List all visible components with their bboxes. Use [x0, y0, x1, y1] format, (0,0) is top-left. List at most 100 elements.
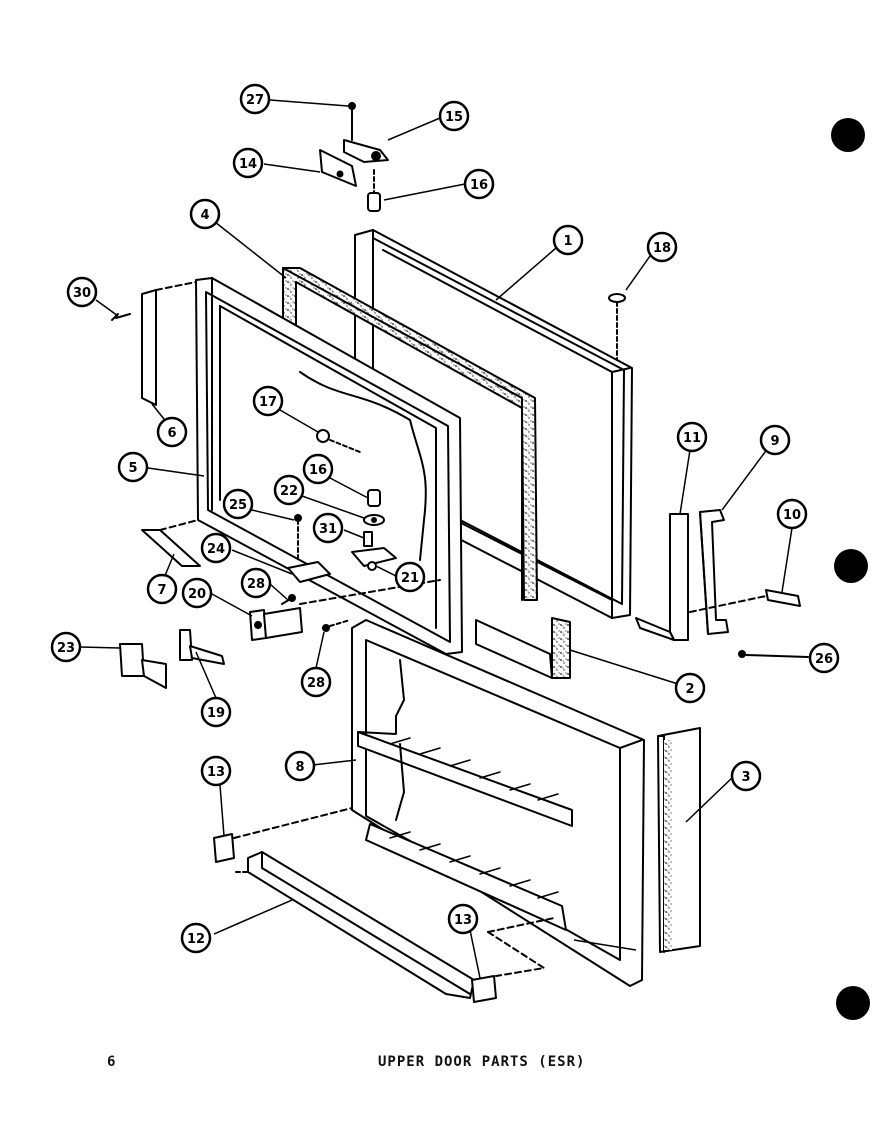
callout-13-lower: 13	[447, 903, 479, 935]
callout-22: 22	[273, 474, 305, 506]
svg-text:24: 24	[207, 542, 225, 557]
part-13-lower-clip	[471, 917, 555, 1003]
svg-text:12: 12	[187, 932, 205, 947]
svg-text:10: 10	[783, 508, 801, 523]
part-11-support-bracket	[635, 513, 689, 641]
svg-text:4: 4	[200, 208, 209, 223]
callout-17: 17	[252, 385, 284, 417]
part-2-hinge-cover	[475, 617, 571, 679]
binder-hole-top	[831, 118, 865, 152]
svg-text:20: 20	[188, 587, 206, 602]
callout-19: 19	[200, 696, 232, 728]
svg-text:9: 9	[770, 434, 779, 449]
svg-text:19: 19	[207, 706, 225, 721]
svg-text:6: 6	[167, 426, 176, 441]
callout-6: 6	[156, 416, 188, 448]
callout-26: 26	[808, 642, 840, 674]
callout-9: 9	[759, 424, 791, 456]
svg-text:27: 27	[246, 93, 264, 108]
part-16-lower-bushing	[367, 489, 381, 507]
part-18-plug	[608, 293, 626, 361]
callout-4: 4	[189, 198, 221, 230]
callout-21: 21	[394, 561, 426, 593]
svg-text:23: 23	[57, 641, 75, 656]
binder-hole-bottom	[836, 986, 870, 1020]
svg-text:13: 13	[454, 913, 472, 928]
svg-text:5: 5	[128, 461, 137, 476]
part-23-hinge-plate	[119, 643, 167, 689]
callout-23: 23	[50, 631, 82, 663]
svg-text:15: 15	[445, 110, 463, 125]
leader-lines	[79, 99, 793, 979]
callouts: 27 15 14 16 4 1 18 30 6 17 5 16 22 25 31…	[50, 83, 840, 954]
part-27-screw	[348, 102, 356, 141]
part-15-top-hinge	[343, 139, 389, 163]
svg-text:14: 14	[239, 157, 257, 172]
svg-text:30: 30	[73, 286, 91, 301]
part-31-pin	[363, 531, 373, 547]
binder-hole-middle	[834, 549, 868, 583]
page-caption: UPPER DOOR PARTS (ESR)	[378, 1054, 586, 1070]
callout-27: 27	[239, 83, 271, 115]
svg-text:2: 2	[685, 682, 694, 697]
callout-3: 3	[730, 760, 762, 792]
part-6-side-trim	[141, 281, 197, 406]
part-12-bottom-rail	[235, 851, 475, 999]
callout-24: 24	[200, 532, 232, 564]
part-14-hinge-shim	[319, 149, 357, 187]
part-10-handle-cap	[689, 589, 801, 613]
svg-text:25: 25	[229, 498, 247, 513]
svg-text:31: 31	[319, 522, 337, 537]
svg-text:28: 28	[307, 676, 325, 691]
svg-text:16: 16	[470, 178, 488, 193]
callout-7: 7	[146, 573, 178, 605]
svg-text:18: 18	[653, 241, 671, 256]
svg-text:11: 11	[683, 431, 701, 446]
part-13-upper-clip	[213, 807, 353, 863]
callout-28-lower: 28	[300, 666, 332, 698]
callout-5: 5	[117, 451, 149, 483]
svg-text:22: 22	[280, 484, 298, 499]
part-30-screw	[111, 313, 131, 321]
callout-1: 1	[552, 224, 584, 256]
svg-text:26: 26	[815, 652, 833, 667]
part-17-nut	[316, 429, 361, 453]
part-25-screw	[294, 514, 302, 561]
callout-15: 15	[438, 100, 470, 132]
svg-text:8: 8	[295, 760, 304, 775]
callout-25: 25	[222, 488, 254, 520]
callout-2: 2	[674, 672, 706, 704]
callout-31: 31	[312, 512, 344, 544]
part-16-top-bushing	[367, 169, 381, 212]
callout-30: 30	[66, 276, 98, 308]
callout-28-upper: 28	[240, 567, 272, 599]
part-28-screw-upper	[281, 594, 296, 605]
callout-18: 18	[646, 231, 678, 263]
svg-text:16: 16	[309, 463, 327, 478]
callout-16-top: 16	[463, 168, 495, 200]
part-19-hinge-arm	[179, 629, 225, 665]
svg-text:17: 17	[259, 395, 277, 410]
callout-12: 12	[180, 922, 212, 954]
part-7-bottom-trim	[141, 519, 201, 567]
svg-text:3: 3	[741, 770, 750, 785]
part-26-screw	[738, 650, 809, 658]
callout-14: 14	[232, 147, 264, 179]
callout-8: 8	[284, 750, 316, 782]
part-24-bracket	[287, 561, 331, 583]
page-number: 6	[107, 1054, 117, 1070]
callout-11: 11	[676, 421, 708, 453]
callout-10: 10	[776, 498, 808, 530]
svg-text:28: 28	[247, 577, 265, 592]
part-28-screw-lower	[322, 619, 351, 632]
callout-20: 20	[181, 577, 213, 609]
svg-text:1: 1	[563, 234, 572, 249]
callout-16-lower: 16	[302, 453, 334, 485]
part-22-washer	[363, 514, 385, 526]
part-21-lower-hinge	[351, 547, 397, 571]
part-3-side-trim	[657, 727, 701, 953]
part-20-hinge-bracket	[249, 607, 303, 641]
svg-text:7: 7	[157, 583, 166, 598]
part-8-door-inner-liner	[351, 619, 645, 987]
